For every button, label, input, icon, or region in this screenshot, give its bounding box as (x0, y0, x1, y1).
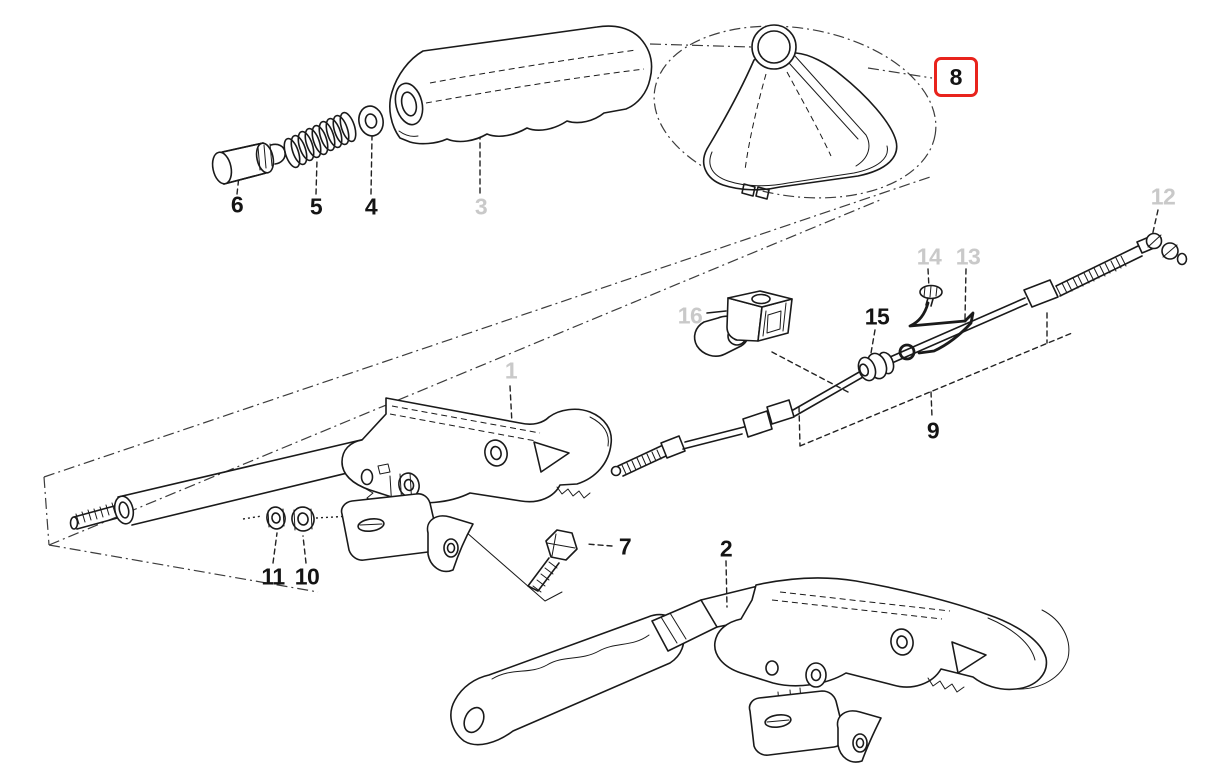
part-label-2[interactable]: 2 (719, 535, 733, 562)
part-12-cable-clip (1145, 232, 1188, 266)
part-label-7[interactable]: 7 (618, 533, 632, 560)
part-16-holder-bracket (693, 290, 793, 357)
part-10-nut (291, 506, 315, 532)
highlighted-part-callout[interactable]: 8 (934, 57, 978, 97)
part-label-16[interactable]: 16 (677, 302, 703, 329)
part-label-15[interactable]: 15 (864, 303, 890, 330)
bolt-alignment-line (457, 524, 563, 602)
part-7-hex-bolt (527, 529, 578, 593)
part-label-1[interactable]: 1 (504, 357, 518, 384)
construction-lines (43, 25, 937, 602)
part-label-6[interactable]: 6 (230, 191, 244, 218)
console-opening-outline (653, 25, 937, 199)
center-line (649, 43, 933, 79)
part-label-11[interactable]: 11 (261, 563, 285, 590)
part-label-3[interactable]: 3 (474, 193, 488, 220)
part-13-connecting-rod (898, 301, 975, 361)
cable-span-bracket (798, 312, 1073, 447)
part-11-nut (266, 506, 286, 530)
ratchet-teeth (556, 486, 591, 499)
ratchet-teeth (927, 677, 965, 693)
part-3-grip-handle (389, 25, 653, 145)
part-2-lever-assembly (450, 577, 1070, 763)
part-label-12[interactable]: 12 (1150, 183, 1176, 210)
part-label-4[interactable]: 4 (364, 193, 378, 220)
part-8-gaiter-boot (702, 24, 898, 200)
part-label-13[interactable]: 13 (955, 243, 981, 270)
part-5-spring (283, 111, 357, 169)
part-label-5[interactable]: 5 (309, 193, 323, 220)
part-15-grommet (857, 351, 895, 382)
part-label-9[interactable]: 9 (926, 417, 940, 444)
part-6-push-button (211, 142, 286, 185)
part-14-cap-nut (919, 284, 943, 307)
part-label-14[interactable]: 14 (916, 243, 942, 270)
part-label-10[interactable]: 10 (294, 563, 320, 590)
part-label-8: 8 (949, 63, 963, 90)
part-1-lever-body (69, 397, 613, 573)
part-4-washer (358, 105, 384, 137)
